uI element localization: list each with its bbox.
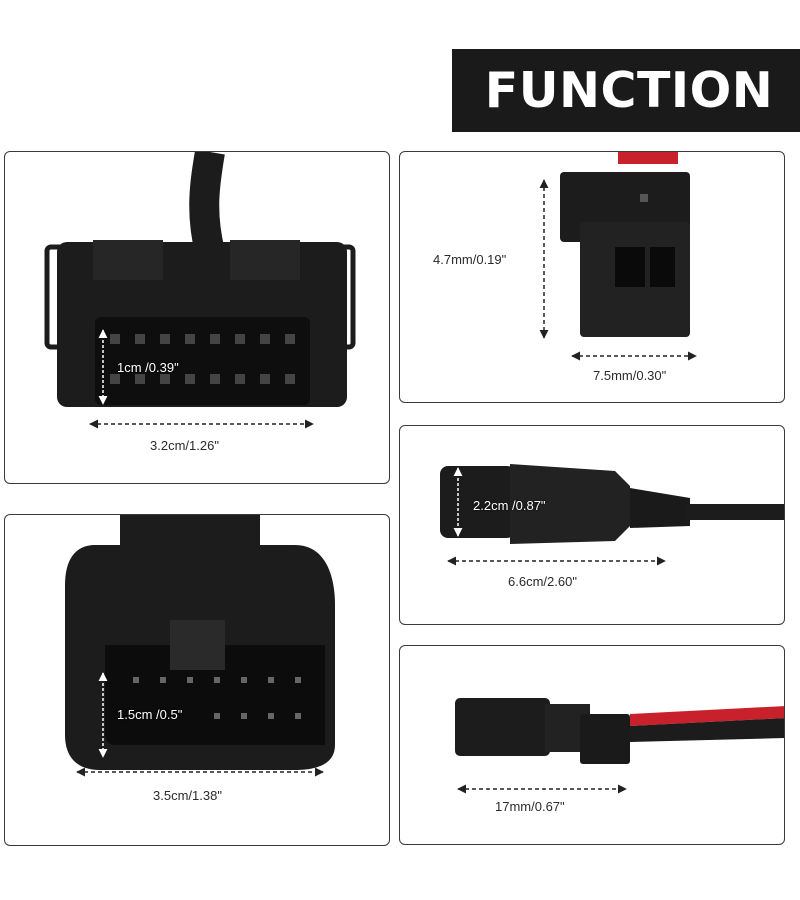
panel-obd-male: 1.5cm /0.5" 3.5cm/1.38": [4, 514, 390, 846]
panel-round-plug: 2.2cm /0.87" 6.6cm/2.60": [399, 425, 785, 625]
mini-plug-width-label: 17mm/0.67": [495, 799, 565, 814]
obd-female-height-label: 1cm /0.39": [117, 360, 179, 375]
banner-title: FUNCTION: [484, 62, 774, 119]
small-plug-connector-photo: [539, 152, 697, 361]
function-banner: FUNCTION: [452, 49, 800, 132]
obd-male-width-label: 3.5cm/1.38": [153, 788, 222, 803]
obd-female-width-label: 3.2cm/1.26": [150, 438, 219, 453]
round-plug-width-label: 6.6cm/2.60": [508, 574, 577, 589]
obd-male-height-label: 1.5cm /0.5": [117, 707, 183, 722]
small-plug-width-label: 7.5mm/0.30": [593, 368, 667, 383]
mini-plug-connector-photo: [455, 698, 784, 794]
panel-mini-plug: 17mm/0.67": [399, 645, 785, 845]
obd-male-connector-photo: [65, 515, 335, 777]
round-plug-connector-photo: [440, 464, 784, 566]
obd-female-connector-photo: [44, 152, 356, 429]
small-plug-height-label: 4.7mm/0.19": [433, 252, 507, 267]
panel-obd-female: 1cm /0.39" 3.2cm/1.26": [4, 151, 390, 484]
panel-small-plug: 4.7mm/0.19" 7.5mm/0.30": [399, 151, 785, 403]
round-plug-height-label: 2.2cm /0.87": [473, 498, 546, 513]
